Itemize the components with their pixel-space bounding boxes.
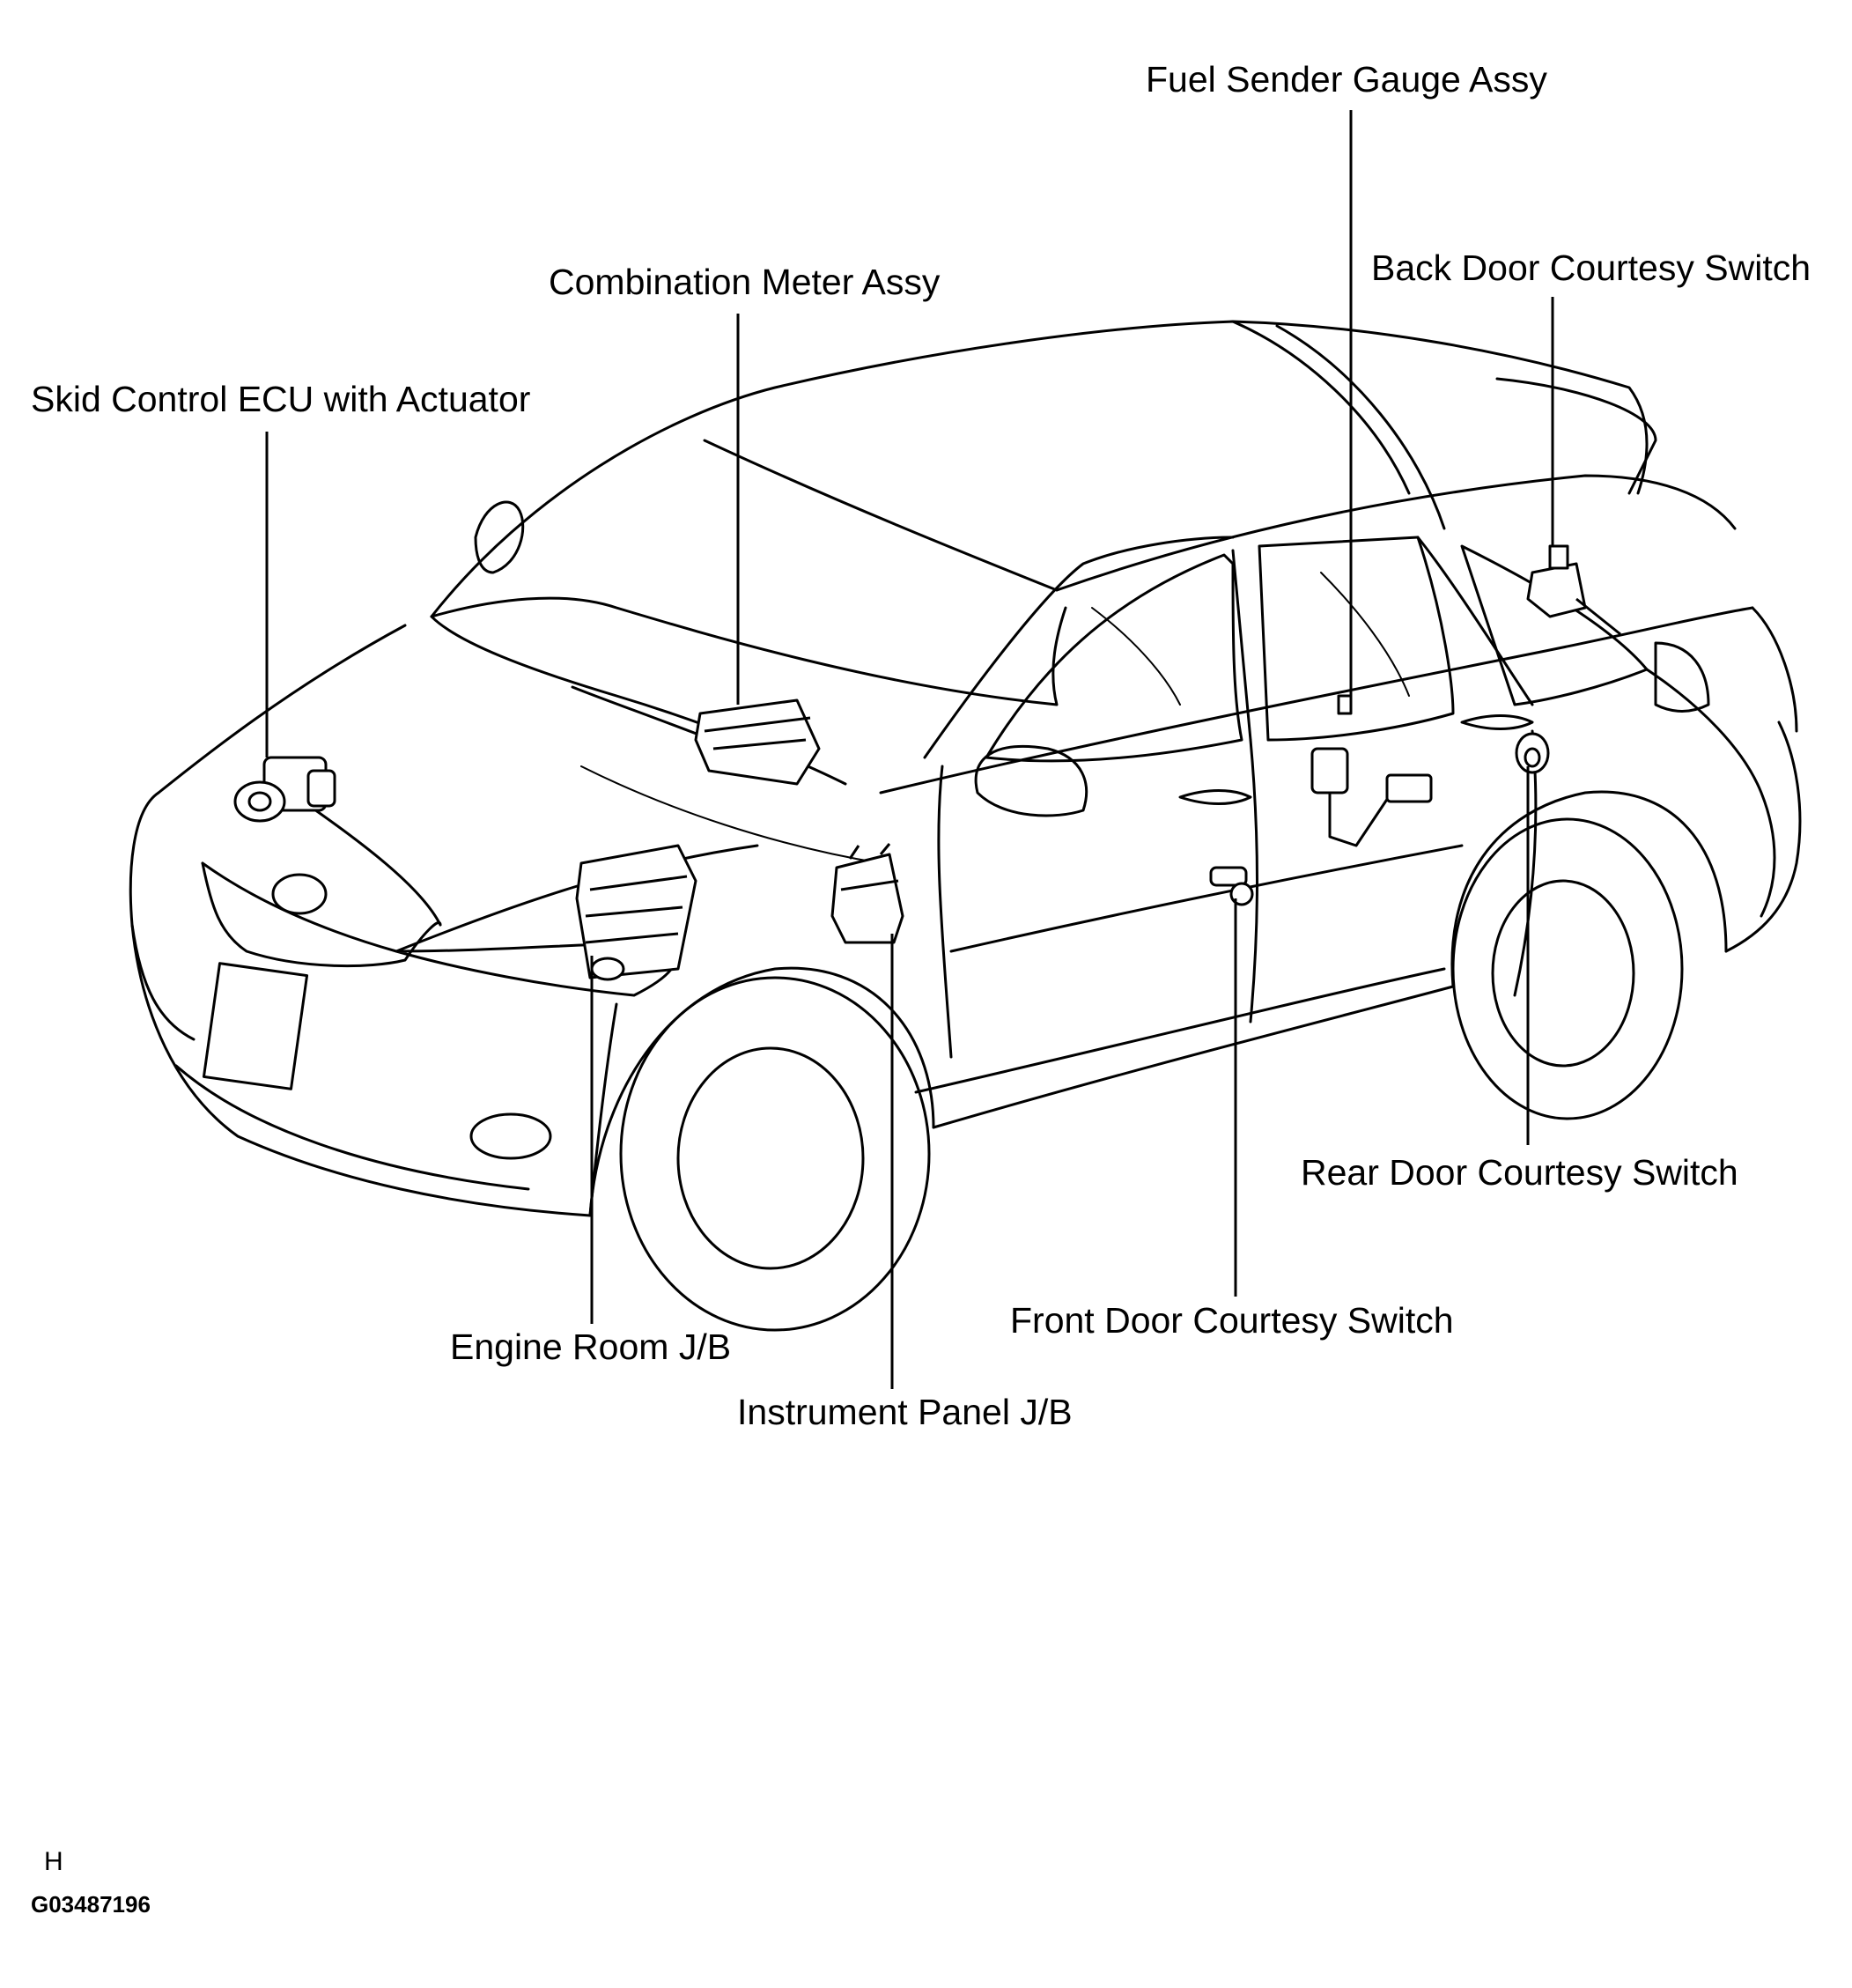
side-body-line (949, 844, 1464, 953)
label-engine-room-jb: Engine Room J/B (450, 1327, 732, 1367)
label-rear-door-courtesy-switch: Rear Door Courtesy Switch (1301, 1152, 1738, 1193)
label-fuel-sender-gauge-assy: Fuel Sender Gauge Assy (1146, 59, 1547, 100)
dashboard-line (580, 765, 882, 864)
label-skid-control-ecu: Skid Control ECU with Actuator (31, 379, 531, 419)
footer-letter: H (44, 1847, 63, 1876)
fuel-door (1654, 641, 1710, 713)
rear-end (1751, 606, 1798, 733)
front-door-handle (1178, 789, 1252, 805)
front-tire (619, 976, 931, 1332)
hood-left-edge (157, 624, 407, 794)
roof-rear-curve (1231, 320, 1411, 495)
bumper-lower (174, 1064, 530, 1191)
fog-lamp (469, 1112, 552, 1160)
fuel-sender-gauge-drawing (1310, 694, 1433, 847)
figure-code: G03487196 (31, 1891, 151, 1918)
roof-line (430, 320, 1649, 618)
license-plate (202, 962, 309, 1090)
front-wheel-arch (588, 966, 935, 1217)
label-back-door-courtesy-switch: Back Door Courtesy Switch (1371, 248, 1811, 288)
front-door-rear-edge (1249, 738, 1258, 1024)
a-pillar (923, 536, 1235, 759)
front-face (129, 791, 196, 1041)
label-front-door-courtesy-switch: Front Door Courtesy Switch (1010, 1300, 1454, 1341)
side-upper-line (879, 606, 1754, 794)
side-sill-lower (914, 967, 1446, 1094)
components (233, 544, 1621, 981)
hood-front-edge (201, 861, 398, 953)
mirror-near (974, 744, 1088, 817)
mirror-far (474, 500, 525, 574)
b-pillar (1231, 549, 1252, 742)
skid-control-ecu-drawing (233, 756, 336, 823)
leader-lines (265, 110, 1554, 1389)
front-bumper (130, 923, 592, 1217)
instrument-panel-jb-drawing (830, 843, 904, 944)
rear-wheel-arch (1450, 790, 1728, 988)
front-window (985, 553, 1243, 763)
engine-room-jb-drawing (575, 844, 697, 981)
back-door-courtesy-switch-drawing (1526, 544, 1621, 636)
roof-front-edge (703, 439, 1059, 592)
rear-spoiler (1495, 377, 1657, 495)
label-instrument-panel-jb: Instrument Panel J/B (737, 1392, 1073, 1432)
front-rim (676, 1046, 865, 1270)
seat-line (1091, 607, 1181, 706)
roof-rail (1055, 474, 1737, 592)
windshield (430, 596, 1067, 706)
rear-bumper (1724, 721, 1802, 953)
label-combination-meter-assy: Combination Meter Assy (549, 262, 941, 302)
grille-outline (201, 861, 442, 968)
side-sill (932, 985, 1455, 1129)
rear-tire (1451, 817, 1684, 1120)
roof-rear-curve-2 (1275, 324, 1446, 530)
rear-rim (1491, 879, 1635, 1068)
c-pillar (1416, 536, 1534, 706)
seat-line-2 (1320, 572, 1410, 697)
emblem (271, 873, 328, 915)
front-door-front-edge (937, 765, 953, 1059)
rear-door-handle (1460, 714, 1534, 730)
rear-quarter-upper (1645, 668, 1776, 918)
rear-door-courtesy-switch-drawing (1515, 732, 1550, 774)
front-door-courtesy-switch-drawing (1209, 866, 1254, 906)
combination-meter-drawing (694, 698, 821, 786)
rear-window (1258, 536, 1455, 742)
